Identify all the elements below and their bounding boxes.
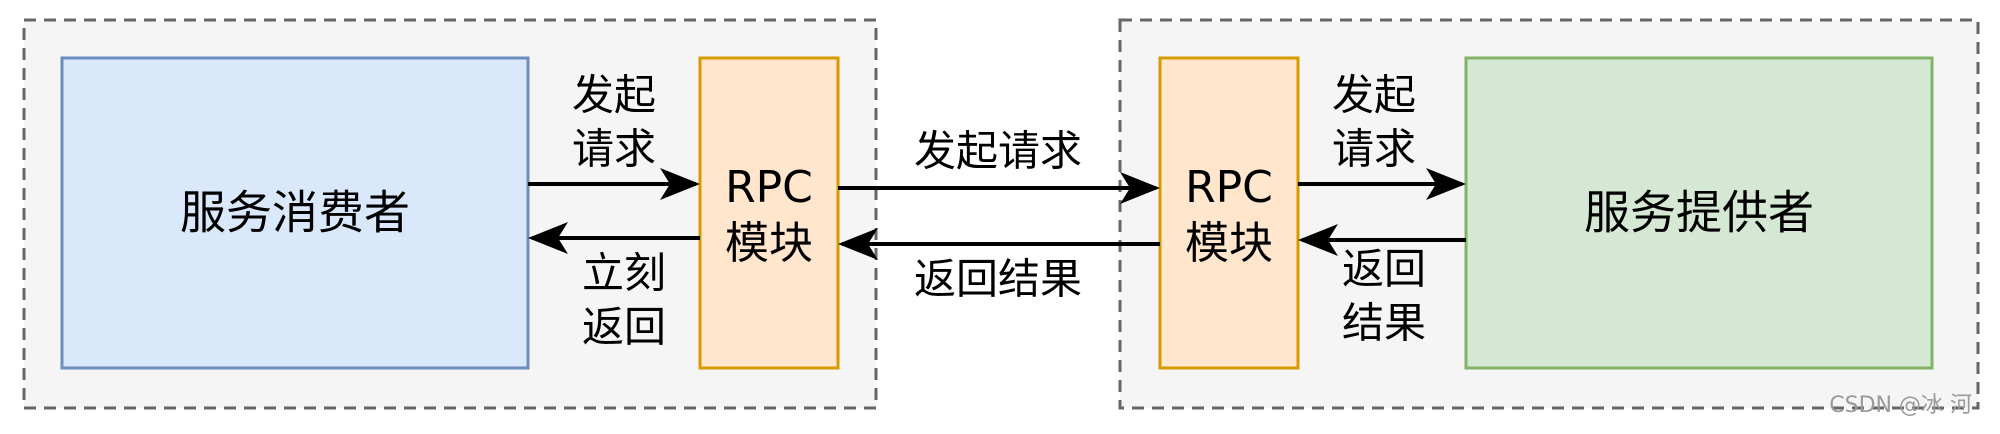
rpc-module-right: RPC 模块 [1158, 56, 1300, 370]
rpc-module-left-label-line1: RPC [725, 162, 813, 213]
rpc-module-left: RPC 模块 [698, 56, 840, 370]
provider-node: 服务提供者 [1464, 56, 1934, 370]
consumer-label: 服务消费者 [180, 186, 410, 240]
rpc-module-right-label-line2: 模块 [1185, 218, 1273, 269]
edge-label-rpc-to-provider-line1: 发起 [1332, 71, 1416, 120]
edge-label-consumer-to-rpc-line1: 发起 [572, 71, 656, 120]
edge-label-rpc-back: 返回结果 [914, 255, 1082, 304]
edge-label-provider-to-rpc-line2: 结果 [1342, 299, 1426, 348]
consumer-box [60, 56, 530, 370]
provider-label: 服务提供者 [1584, 186, 1814, 240]
edge-label-rpc-to-rpc: 发起请求 [914, 127, 1082, 176]
rpc-module-right-box [1158, 56, 1300, 370]
rpc-module-left-box [698, 56, 840, 370]
edge-label-provider-to-rpc-line1: 返回 [1342, 245, 1426, 294]
rpc-module-right-label-line1: RPC [1185, 162, 1273, 213]
edge-label-rpc-to-consumer-line2: 返回 [582, 303, 666, 352]
edge-label-rpc-to-provider-line2: 请求 [1332, 125, 1416, 174]
rpc-module-left-label-line2: 模块 [725, 218, 813, 269]
csdn-watermark: CSDN @冰 河 [1829, 393, 1972, 418]
provider-box [1464, 56, 1934, 370]
edge-label-consumer-to-rpc-line2: 请求 [572, 125, 656, 174]
consumer-node: 服务消费者 [60, 56, 530, 370]
edge-label-rpc-to-consumer-line1: 立刻 [582, 249, 666, 298]
